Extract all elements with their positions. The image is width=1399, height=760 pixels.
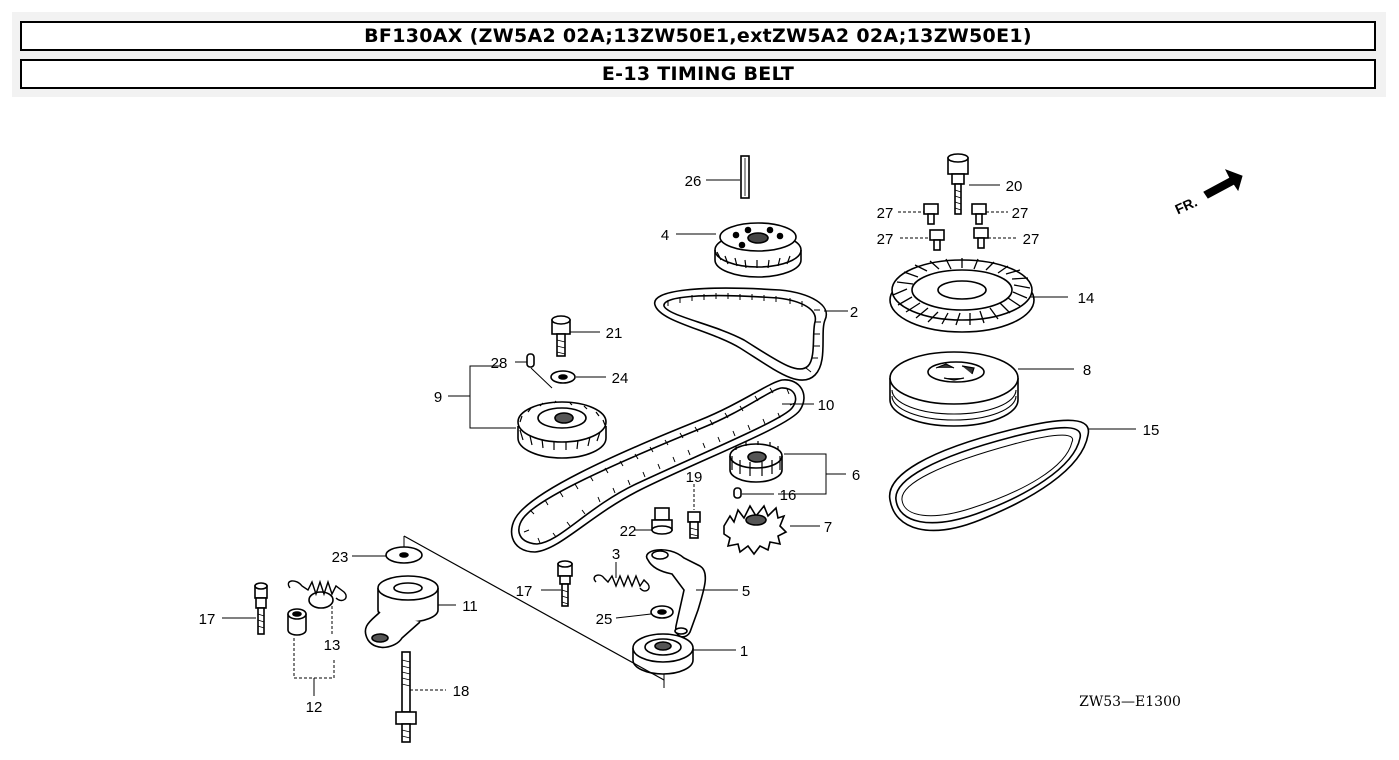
part-22-stud-bolt	[651, 507, 673, 535]
assembly-frame-lines	[403, 535, 665, 688]
callout-11: 11	[462, 598, 478, 615]
front-direction-arrow	[1203, 169, 1243, 199]
part-9-camshaft-pulley-assy	[517, 400, 607, 459]
callout-20: 20	[1006, 178, 1023, 195]
callout-26: 26	[685, 173, 702, 190]
bracket-9	[469, 365, 516, 429]
part-23-washer	[385, 546, 423, 564]
part-18-stud-bolt	[395, 651, 417, 743]
callout-27-c: 27	[877, 231, 894, 248]
part-28-pin	[526, 353, 535, 368]
part-13-spring	[287, 579, 347, 609]
section-title: E-13 TIMING BELT	[20, 59, 1376, 89]
callout-27-d: 27	[1023, 231, 1040, 248]
parts-diagram: 26 4 2 20 27 27 27 27 14 8 15 21 24 28 9…	[199, 153, 1243, 743]
callout-23: 23	[332, 549, 349, 566]
callout-3: 3	[612, 546, 620, 563]
callout-10: 10	[818, 397, 835, 414]
part-7-guide-plate	[723, 504, 788, 556]
part-26-key	[740, 155, 750, 199]
callout-21: 21	[606, 325, 623, 342]
callout-8: 8	[1083, 362, 1091, 379]
part-3-tensioner-spring	[593, 574, 650, 592]
callout-28: 28	[491, 355, 508, 372]
part-12-collar	[287, 608, 307, 636]
callout-16: 16	[780, 487, 797, 504]
part-21-bolt	[551, 315, 571, 357]
callout-2: 2	[850, 304, 858, 321]
part-8-drive-pulley	[889, 351, 1019, 427]
part-4-camshaft-pulley	[714, 222, 802, 278]
callout-labels: 26 4 2 20 27 27 27 27 14 8 15 21 24 28 9…	[199, 173, 1200, 716]
part-27-bolts	[923, 203, 989, 251]
callout-12: 12	[306, 699, 323, 716]
callout-19: 19	[686, 469, 703, 486]
part-24-washer	[550, 370, 576, 384]
callout-4: 4	[661, 227, 669, 244]
callout-27-b: 27	[1012, 205, 1029, 222]
part-10-timing-belt	[510, 379, 805, 553]
callout-13: 13	[324, 637, 341, 654]
part-17-bolt-center	[557, 560, 573, 607]
callout-25: 25	[596, 611, 613, 628]
callout-24: 24	[612, 370, 629, 387]
header-panel: BF130AX (ZW5A2 02A;13ZW50E1,extZW5A2 02A…	[12, 12, 1386, 97]
callout-15: 15	[1143, 422, 1160, 439]
part-17-bolt-left	[254, 582, 268, 635]
part-1-idler-pulley	[632, 633, 694, 675]
callout-17-left: 17	[199, 611, 216, 628]
part-2-timing-belt	[654, 287, 828, 381]
part-25-washer	[650, 605, 674, 619]
part-19-bolt	[687, 511, 701, 539]
callout-5: 5	[742, 583, 750, 600]
callout-14: 14	[1078, 290, 1095, 307]
callout-17-center: 17	[516, 583, 533, 600]
model-title: BF130AX (ZW5A2 02A;13ZW50E1,extZW5A2 02A…	[20, 21, 1376, 51]
part-6-crankshaft-pulley	[729, 441, 783, 483]
part-20-flywheel-bolt	[947, 153, 969, 215]
part-15-v-belt	[888, 419, 1090, 532]
callout-1: 1	[740, 643, 748, 660]
callout-27-a: 27	[877, 205, 894, 222]
leader-25	[615, 613, 652, 619]
part-5-tensioner-arm	[645, 549, 707, 638]
callout-7: 7	[824, 519, 832, 536]
front-direction-label: FR.	[1172, 194, 1199, 218]
part-14-flywheel-fan	[889, 258, 1035, 333]
part-16-key	[733, 487, 742, 499]
diagram-code: ZW53—E1300	[1079, 694, 1181, 710]
callout-6: 6	[852, 467, 860, 484]
leader-28b	[530, 367, 553, 389]
callout-9: 9	[434, 389, 442, 406]
part-11-tensioner-pulley	[364, 575, 439, 649]
callout-22: 22	[620, 523, 637, 540]
callout-18: 18	[453, 683, 470, 700]
